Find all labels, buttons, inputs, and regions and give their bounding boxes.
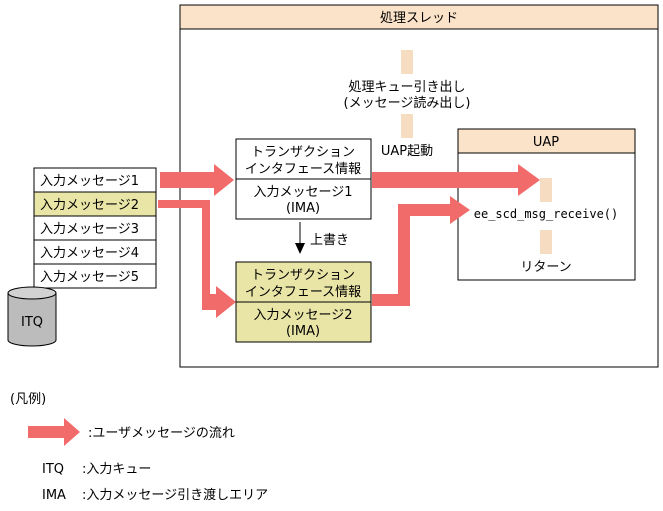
- tx-info-1-line1: トランザクション: [251, 145, 355, 160]
- queue-call-stub-top: [401, 50, 413, 74]
- flow-arrow-txinfo2-to-receive: [372, 196, 470, 306]
- queue-row-2-label: 入力メッセージ2: [40, 198, 139, 213]
- tx-info-2-ima: (IMA): [286, 324, 320, 339]
- queue-row-4-label: 入力メッセージ4: [40, 246, 139, 261]
- thread-header: [179, 4, 659, 30]
- uap-header: [457, 128, 636, 154]
- legend-itq-desc: :入力キュー: [82, 462, 151, 477]
- flow-arrow-msg2-to-txinfo2: [158, 200, 236, 318]
- uap-stub-bottom: [540, 230, 552, 254]
- tx-info-2-line1: トランザクション: [251, 268, 355, 283]
- uap-stub-top: [540, 178, 552, 202]
- itq-label: ITQ: [21, 315, 43, 330]
- legend-ima-key: IMA: [42, 488, 66, 503]
- legend-itq-key: ITQ: [42, 462, 64, 477]
- tx-info-2-line2: インタフェース情報: [245, 285, 361, 300]
- queue-row-3: [33, 215, 157, 241]
- queue-row-4: [33, 239, 157, 265]
- overwrite-arrowhead: [295, 243, 305, 254]
- queue-row-5: [33, 263, 157, 289]
- tx-info-2-message: 入力メッセージ2: [253, 308, 352, 323]
- uap-start-label: UAP起動: [381, 144, 433, 159]
- queue-call-line2: (メッセージ読み出し): [344, 95, 471, 111]
- queue-row-1: [33, 167, 157, 193]
- flow-arrow-msg1-to-txinfo1: [160, 164, 234, 196]
- thread-title: 処理スレッド: [380, 11, 458, 26]
- queue-row-1-label: 入力メッセージ1: [40, 174, 139, 189]
- uap-return-label: リターン: [520, 260, 571, 275]
- queue-call-stub-bottom: [401, 114, 413, 138]
- tx-info-1-ima: (IMA): [286, 201, 320, 216]
- input-queue-list: 入力メッセージ1 入力メッセージ2 入力メッセージ3 入力メッセージ4 入力メッ…: [33, 167, 157, 289]
- queue-row-3-label: 入力メッセージ3: [40, 222, 139, 237]
- tx-info-1-line2: インタフェース情報: [245, 162, 361, 177]
- legend-title: (凡例): [10, 392, 46, 407]
- queue-row-2: [33, 191, 157, 217]
- legend-arrow-icon: [28, 418, 80, 446]
- uap-function-label: ee_scd_msg_receive(): [474, 207, 619, 221]
- uap-title: UAP: [533, 135, 559, 150]
- overwrite-label: 上書き: [310, 233, 349, 248]
- queue-row-5-label: 入力メッセージ5: [40, 270, 139, 285]
- queue-call-line1: 処理キュー引き出し: [348, 80, 465, 95]
- legend-arrow-desc: :ユーザメッセージの流れ: [88, 426, 235, 441]
- flow-arrow-txinfo1-to-uap: [372, 164, 540, 196]
- itq-cylinder-icon: [7, 286, 57, 347]
- legend-ima-desc: :入力メッセージ引き渡しエリア: [82, 487, 268, 503]
- tx-info-1-message: 入力メッセージ1: [253, 185, 352, 200]
